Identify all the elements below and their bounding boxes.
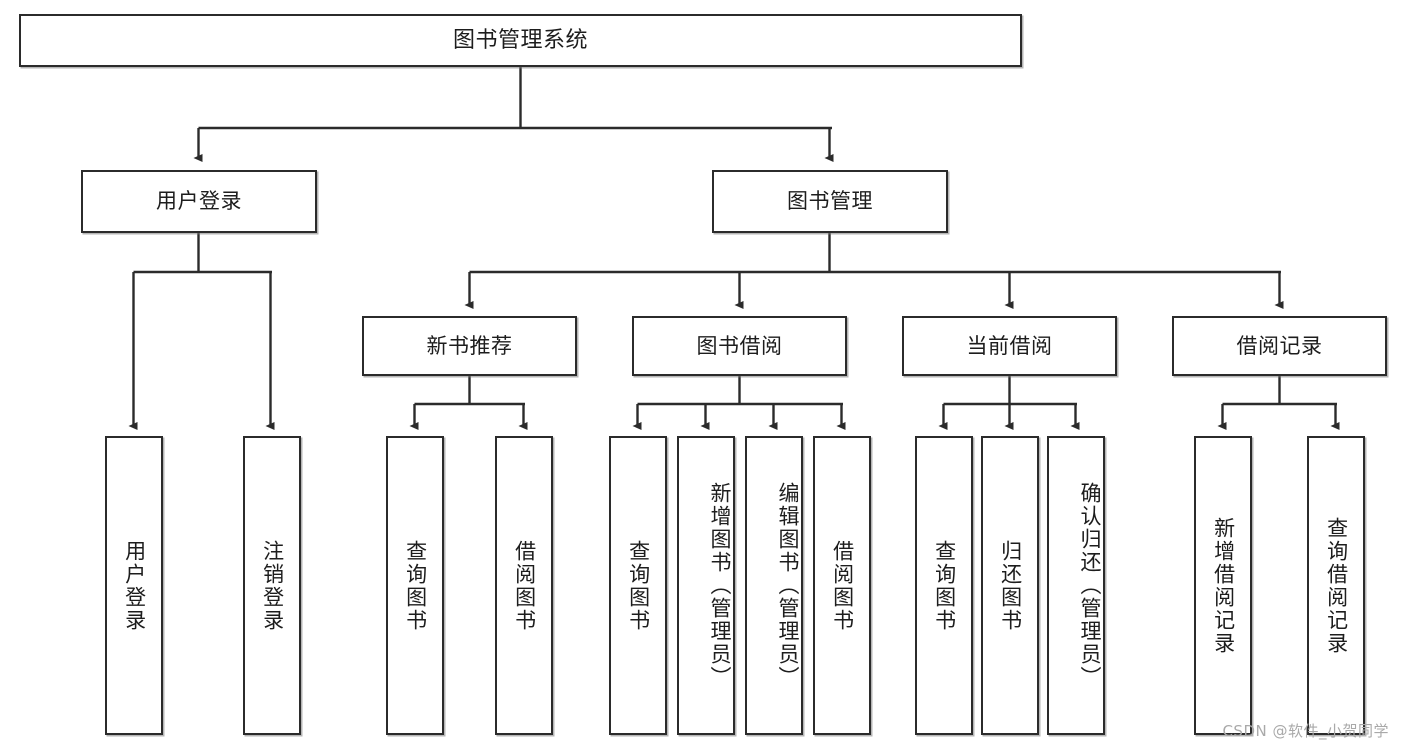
node-label: 确认归还（管理员）: [1078, 482, 1102, 689]
leaf-add-borrow-record[interactable]: 新增借阅记录: [1194, 436, 1252, 735]
node-borrow-record[interactable]: 借阅记录: [1172, 316, 1387, 376]
node-label: 编辑图书（管理员）: [776, 482, 800, 689]
node-label: 借阅图书: [830, 539, 855, 632]
leaf-borrow-book[interactable]: 借阅图书: [813, 436, 871, 735]
node-book-borrow[interactable]: 图书借阅: [632, 316, 847, 376]
node-label: 图书借阅: [696, 333, 783, 358]
node-label: 归还图书: [998, 539, 1023, 632]
leaf-user-login[interactable]: 用户登录: [105, 436, 163, 735]
node-label: 新增借阅记录: [1211, 516, 1236, 655]
leaf-query-borrow-record[interactable]: 查询借阅记录: [1307, 436, 1365, 735]
node-label: 查询图书: [932, 539, 957, 632]
node-label: 用户登录: [122, 539, 147, 632]
node-book-management[interactable]: 图书管理: [712, 170, 948, 233]
node-label: 借阅图书: [512, 539, 537, 632]
node-label: 借阅记录: [1236, 333, 1323, 358]
leaf-search-book-recommend[interactable]: 查询图书: [386, 436, 444, 735]
leaf-add-book-admin[interactable]: 新增图书（管理员）: [677, 436, 735, 735]
leaf-confirm-return-admin[interactable]: 确认归还（管理员）: [1047, 436, 1105, 735]
node-label: 图书管理: [787, 189, 873, 214]
node-label: 新书推荐: [426, 333, 513, 358]
leaf-search-book-borrow[interactable]: 查询图书: [609, 436, 667, 735]
node-current-borrow[interactable]: 当前借阅: [902, 316, 1117, 376]
leaf-return-book[interactable]: 归还图书: [981, 436, 1039, 735]
node-new-book-recommend[interactable]: 新书推荐: [362, 316, 577, 376]
node-label: 新增图书（管理员）: [708, 482, 732, 689]
node-label: 查询借阅记录: [1324, 516, 1349, 655]
leaf-borrow-book-recommend[interactable]: 借阅图书: [495, 436, 553, 735]
node-label: 查询图书: [626, 539, 651, 632]
node-label: 图书管理系统: [452, 27, 588, 53]
leaf-edit-book-admin[interactable]: 编辑图书（管理员）: [745, 436, 803, 735]
leaf-logout[interactable]: 注销登录: [243, 436, 301, 735]
leaf-search-book-current[interactable]: 查询图书: [915, 436, 973, 735]
node-label: 注销登录: [260, 539, 285, 632]
node-user-login[interactable]: 用户登录: [81, 170, 317, 233]
node-label: 用户登录: [156, 189, 242, 214]
node-label: 当前借阅: [966, 333, 1053, 358]
node-label: 查询图书: [403, 539, 428, 632]
watermark: CSDN @软件_小贺同学: [1222, 722, 1389, 740]
node-root-book-management-system[interactable]: 图书管理系统: [19, 14, 1022, 67]
